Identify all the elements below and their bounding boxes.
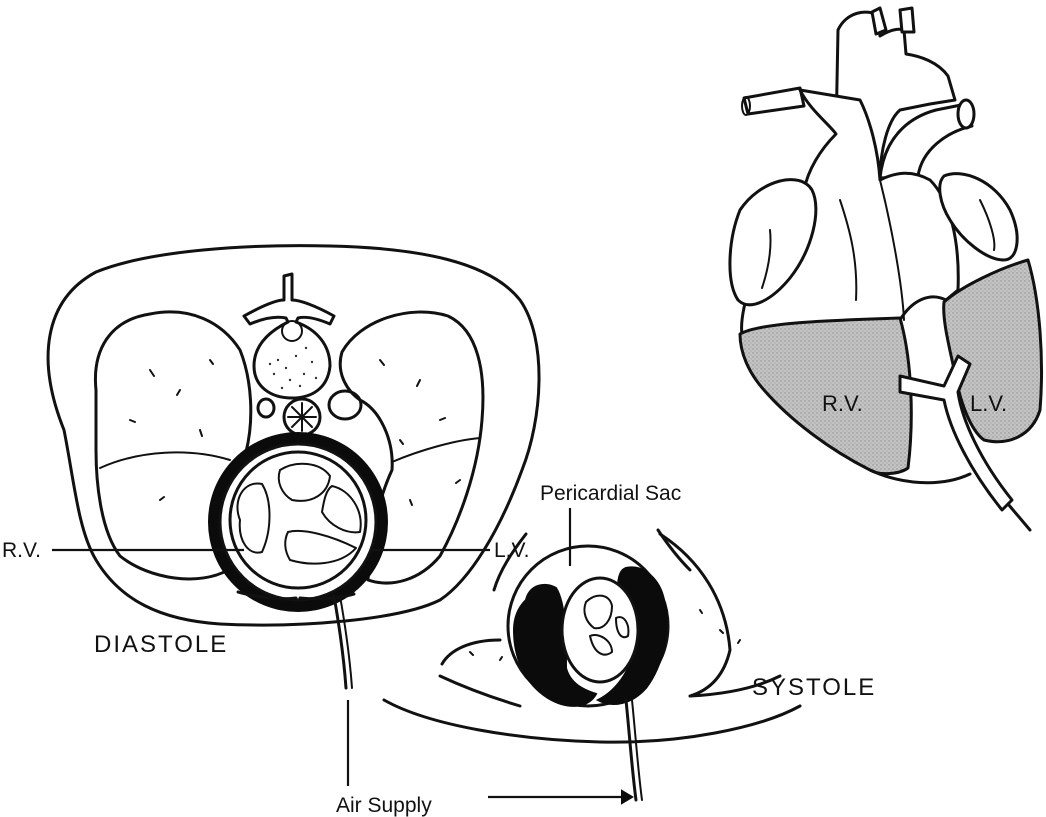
diastole-aorta-star <box>288 403 316 431</box>
diastole-air-tube <box>334 596 346 688</box>
pulmonary-artery-end <box>958 100 974 128</box>
diastole-esophagus <box>258 399 274 417</box>
systole-label: SYSTOLE <box>752 674 876 701</box>
superior-vena-cava <box>744 88 804 114</box>
systole-cross-section: Pericardial Sac SYSTOLE Air Supply <box>336 482 876 817</box>
pericardial-sac-label: Pericardial Sac <box>540 482 681 505</box>
diastole-rv-label: R.V. <box>2 539 41 562</box>
systole-lung-left <box>440 640 520 706</box>
diastole-lung-fissure-1 <box>100 452 230 468</box>
air-supply-arrowhead <box>622 791 632 803</box>
vessel-stub-2 <box>900 8 914 32</box>
diastole-heart <box>230 452 366 588</box>
air-supply-label: Air Supply <box>336 794 432 817</box>
diastole-cross-section: R.V. L.V. DIASTOLE <box>2 246 539 786</box>
systole-heart <box>562 578 638 682</box>
heart-rv-label: R.V. <box>822 391 863 416</box>
diastole-label: DIASTOLE <box>94 631 228 658</box>
heart-lv-label: L.V. <box>970 391 1007 416</box>
systole-upper-lung-right <box>658 530 690 570</box>
diastole-lung-fissure-2 <box>392 438 480 462</box>
diastole-vessel-right <box>329 391 361 419</box>
vessel-stub-1 <box>872 8 886 34</box>
systole-air-tube <box>626 700 636 800</box>
diastole-lv-label: L.V. <box>494 539 529 562</box>
heart-illustration: R.V. L.V. <box>730 8 1042 530</box>
heart-lower-tube <box>1008 504 1030 530</box>
